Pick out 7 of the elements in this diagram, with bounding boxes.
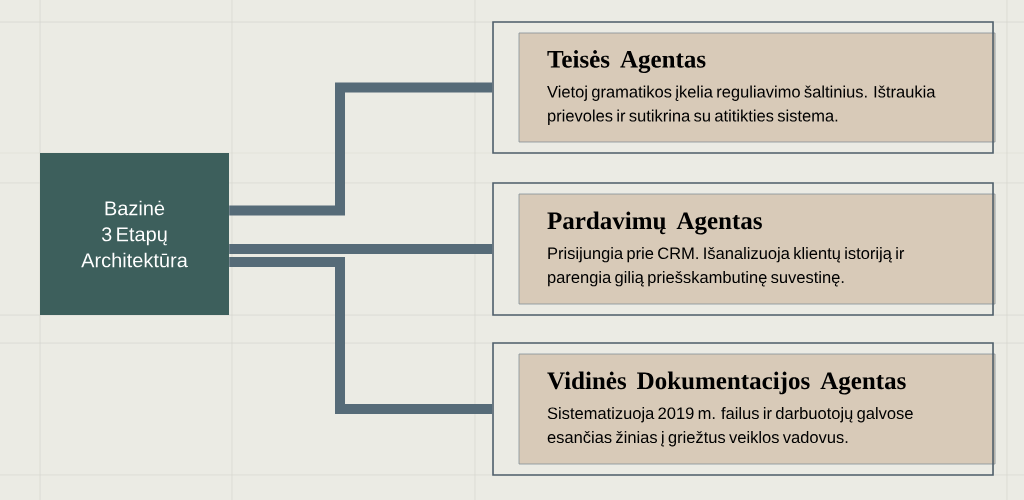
agent-card: Vidinės Dokumentacijos Agentas Sistematizuoja 2019 m. failus ir darbuotojų galvose esančias žinias į griežtus veiklos vadovus. — [492, 342, 996, 476]
connector-line — [229, 244, 493, 254]
agent-card: Teisės Agentas Vietoj gramatikos įkelia reguliavimo šaltinius. Ištraukia prievoles ir sutikrina su atitikties sistema. — [492, 21, 996, 154]
stage-box: Bazinė 3 Etapų Architektūra — [40, 153, 229, 315]
agent-card: Pardavimų Agentas Prisijungia prie CRM. Išanalizuoja klientų istoriją ir parengia gilią priešskambutinę suvestinę. — [492, 182, 996, 316]
connector-line — [229, 82, 493, 216]
connector-line — [229, 257, 493, 414]
